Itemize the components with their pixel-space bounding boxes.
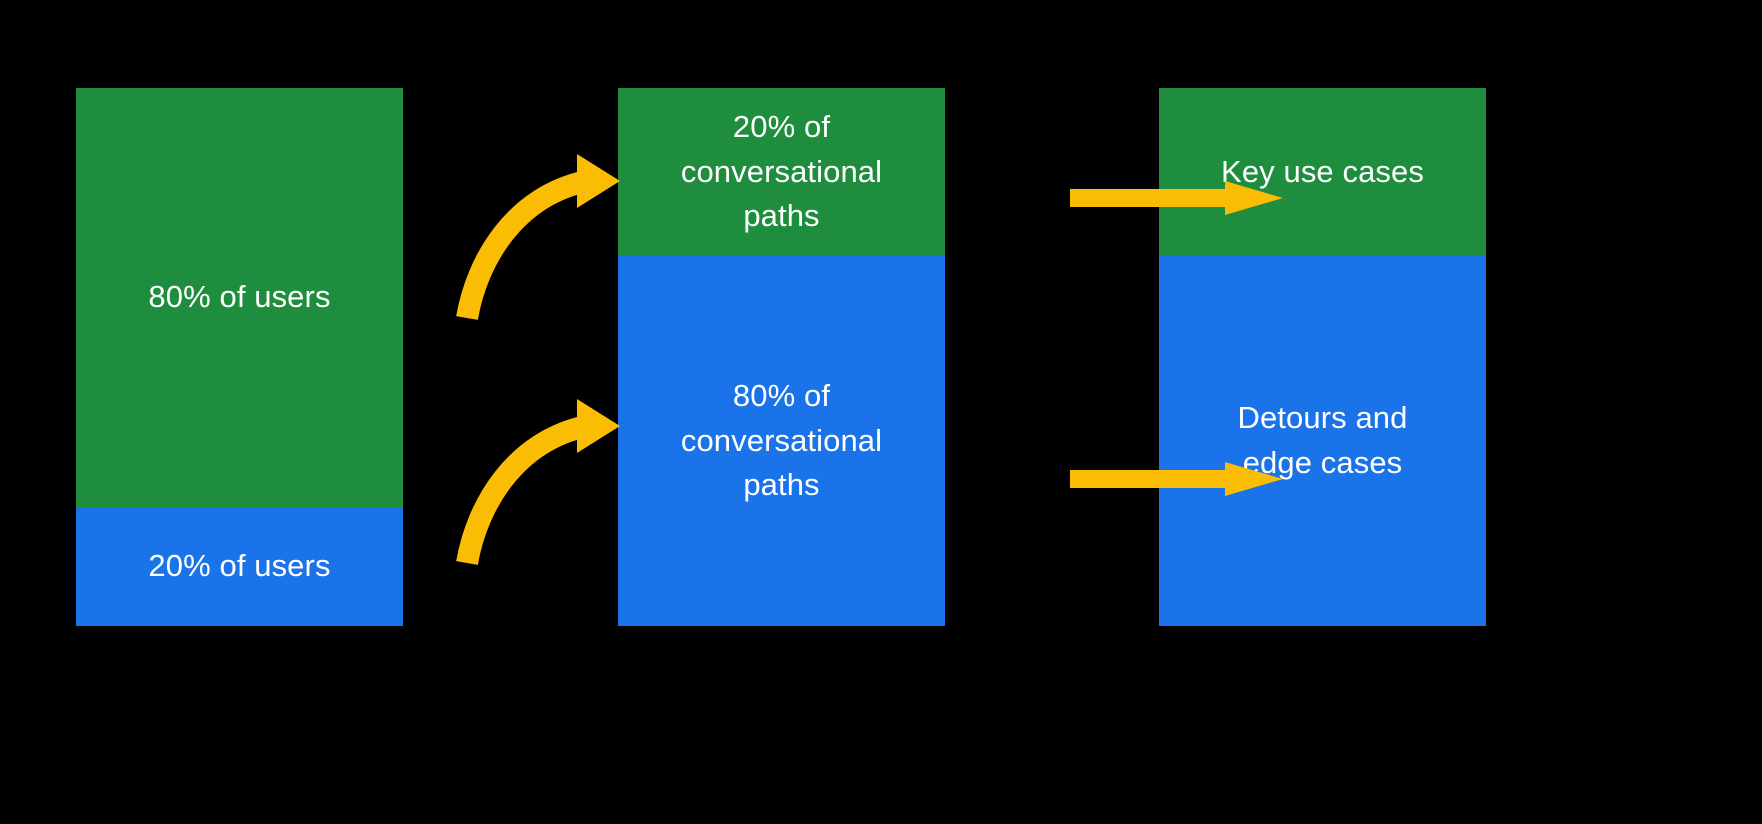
- segment-paths-minority: 20% of conversational paths: [618, 88, 945, 256]
- column-conversational-paths: 20% of conversational paths 80% of conve…: [618, 88, 945, 626]
- curved-arrow-up-lower-icon: [456, 399, 620, 566]
- column-users: 80% of users 20% of users: [76, 88, 403, 626]
- segment-label: 20% of users: [148, 548, 331, 584]
- segment-users-minority: 20% of users: [76, 507, 403, 626]
- segment-label: 80% of users: [148, 279, 331, 315]
- segment-label: Key use cases: [1221, 153, 1424, 189]
- segment-users-majority: 80% of users: [76, 88, 403, 507]
- segment-paths-majority: 80% of conversational paths: [618, 256, 945, 626]
- column-outcomes: Key use cases Detours and edge cases: [1159, 88, 1486, 626]
- segment-label: 20% of conversational paths: [680, 108, 883, 234]
- segment-label: Detours and edge cases: [1237, 400, 1408, 480]
- segment-key-use-cases: Key use cases: [1159, 88, 1486, 256]
- curved-arrow-up-icon: [456, 154, 620, 321]
- segment-detours-edge-cases: Detours and edge cases: [1159, 256, 1486, 626]
- segment-label: 80% of conversational paths: [680, 377, 883, 503]
